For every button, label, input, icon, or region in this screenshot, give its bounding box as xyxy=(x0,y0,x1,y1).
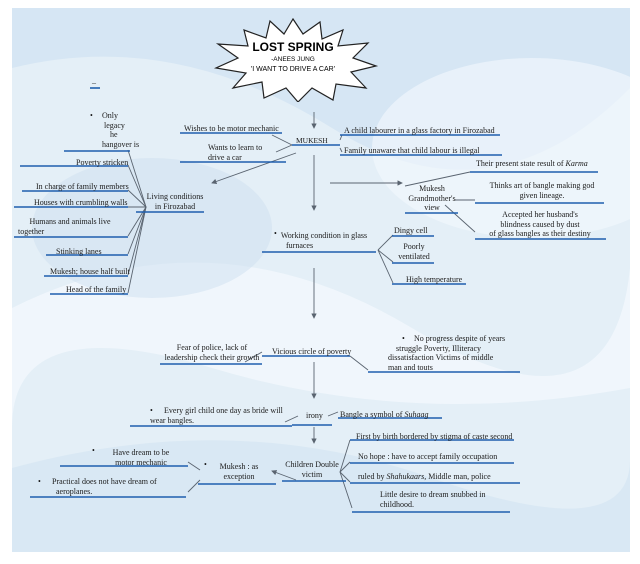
no-progress-line-4: man and touts xyxy=(388,362,433,372)
present-state-node: Their present state result of Karma xyxy=(476,159,588,169)
mukesh-exception-line-2: exception xyxy=(223,471,255,481)
no-progress-line-1: No progress despite of years xyxy=(414,334,506,343)
legacy-line-2: legacy xyxy=(104,120,125,130)
grandmother-view-node: Mukesh Grandmother's view xyxy=(402,184,462,213)
little-desire-line-2: childhood. xyxy=(380,499,414,509)
irony-node: irony xyxy=(306,411,323,420)
no-progress-line-3: dissatisfaction Victims of middle xyxy=(388,353,494,362)
author: -ANEES JUNG xyxy=(271,56,315,63)
first-by-birth-node: First by birth bordered by stigma of cas… xyxy=(356,432,513,441)
accepted-node: Accepted her husband's blindness caused … xyxy=(472,210,608,239)
mukesh-node: MUKESH xyxy=(296,136,328,145)
accepted-line-3: of glass bangles as their destiny xyxy=(489,229,591,238)
working-condition-line-2: furnaces xyxy=(286,240,314,250)
legacy-line-4: hangover is xyxy=(102,139,140,149)
working-condition-node: Working condition in glass furnaces xyxy=(272,231,376,250)
ruled-by-node: ruled by Shahukaars, Middle man, police xyxy=(358,472,491,482)
present-state-text: Their present state result of xyxy=(476,159,566,168)
fear-police-node: Fear of police, lack of leadership check… xyxy=(158,343,266,362)
family-unaware-node: Family unaware that child labour is ille… xyxy=(344,146,480,155)
wishes-node: Wishes to be motor mechanic xyxy=(184,124,279,133)
legacy-line-3: he xyxy=(110,130,118,139)
wants-line-1: Wants to learn to xyxy=(208,143,263,152)
humans-animals-line-2: together xyxy=(18,226,45,236)
grandmother-line-3: view xyxy=(424,203,440,212)
have-dream-line-2: motor mechanic xyxy=(115,457,167,467)
mukesh-exception-node: Mukesh : as exception xyxy=(208,462,270,481)
practical-line-1: Practical does not have dream of xyxy=(52,477,157,486)
no-hope-node: No hope : have to accept family occupati… xyxy=(358,452,498,461)
in-charge-node: In charge of family members xyxy=(36,182,129,191)
children-double-line-1: Children Double xyxy=(285,460,339,469)
children-double-victim-node: Children Double victim xyxy=(282,460,342,479)
ruled-by-text: ruled by xyxy=(358,472,387,481)
houses-node: Houses with crumbling walls xyxy=(34,198,128,207)
every-girl-line-1: Every girl child one day as bride will xyxy=(164,406,283,415)
bullet-dot: • xyxy=(38,477,41,486)
fear-police-line-2: leadership check their growth xyxy=(164,352,260,362)
have-dream-line-1: Have dream to be xyxy=(112,448,170,457)
little-desire-node: Little desire to dream snubbed in childh… xyxy=(380,490,486,509)
humans-animals-line-1: Humans and animals live xyxy=(29,217,111,226)
thinks-art-node: Thinks art of bangle making god given li… xyxy=(478,181,606,200)
suhaag-word: Suhaag xyxy=(404,410,429,419)
every-girl-node: Every girl child one day as bride will w… xyxy=(150,406,283,425)
dash-mark: _ xyxy=(92,76,96,85)
house-half-node: Mukesh; house half built xyxy=(50,267,130,276)
wants-node: Wants to learn to drive a car xyxy=(208,143,262,162)
have-dream-node: Have dream to be motor mechanic xyxy=(86,448,196,467)
child-labourer-node: A child labourer in a glass factory in F… xyxy=(344,126,495,135)
dingy-cell-node: Dingy cell xyxy=(394,226,428,235)
living-conditions-line-1: Living conditions xyxy=(146,192,204,201)
poorly-ventilated-node: Poorly ventilated xyxy=(392,242,436,261)
fear-police-line-1: Fear of police, lack of xyxy=(176,343,248,352)
practical-line-2: aeroplanes. xyxy=(56,486,93,496)
shahukaars-word: Shahukaars, xyxy=(386,472,427,481)
little-desire-line-1: Little desire to dream snubbed in xyxy=(380,490,486,499)
wants-line-2: drive a car xyxy=(208,152,242,162)
head-family-node: Head of the family xyxy=(66,285,127,294)
bullet-dot: • xyxy=(274,229,277,238)
accepted-line-1: Accepted her husband's xyxy=(502,210,578,219)
living-conditions-line-2: in Firozabad xyxy=(154,201,196,211)
bullet-dot: • xyxy=(92,446,95,455)
living-conditions-node: Living conditions in Firozabad xyxy=(140,192,210,211)
grandmother-line-1: Mukesh xyxy=(419,184,445,193)
starburst-shape xyxy=(213,18,378,102)
poorly-line-2: ventilated xyxy=(398,251,430,261)
ruled-rest-text: Middle man, police xyxy=(426,472,491,481)
poverty-stricken-node: Poverty stricken xyxy=(76,158,129,167)
high-temperature-node: High temperature xyxy=(406,275,463,284)
accepted-line-2: blindness caused by dust xyxy=(500,219,580,229)
bullet-dot: • xyxy=(90,111,93,120)
legacy-node: Only legacy he hangover is xyxy=(102,111,139,149)
legacy-line-1: Only xyxy=(102,111,118,120)
bangle-symbol-text: Bangle a symbol of xyxy=(340,410,405,419)
karma-word: Karma xyxy=(565,159,588,168)
grandmother-line-2: Grandmother's xyxy=(408,193,456,203)
bullet-dot: • xyxy=(204,460,207,469)
stinking-lanes-node: Stinking lanes xyxy=(56,247,102,256)
quote: 'I WANT TO DRIVE A CAR' xyxy=(250,66,336,73)
bullet-dot: • xyxy=(402,334,405,343)
humans-animals-node: Humans and animals live together xyxy=(14,217,126,236)
bullet-dot: • xyxy=(150,406,153,415)
vicious-circle-node: Vicious circle of poverty xyxy=(272,347,352,356)
no-progress-node: No progress despite of years struggle Po… xyxy=(388,334,505,372)
no-progress-line-2: struggle Poverty, Illiteracy xyxy=(396,343,482,353)
thinks-art-line-2: given lineage. xyxy=(519,190,565,200)
working-condition-line-1: Working condition in glass xyxy=(280,231,368,240)
poorly-line-1: Poorly xyxy=(403,242,425,251)
thinks-art-line-1: Thinks art of bangle making god xyxy=(489,181,595,190)
bangle-symbol-node: Bangle a symbol of Suhaag xyxy=(340,410,428,420)
title: LOST SPRING xyxy=(252,40,334,54)
practical-node: Practical does not have dream of aeropla… xyxy=(52,477,157,496)
children-double-line-2: victim xyxy=(301,469,323,479)
mukesh-exception-line-1: Mukesh : as xyxy=(219,462,259,471)
every-girl-line-2: wear bangles. xyxy=(150,415,194,425)
